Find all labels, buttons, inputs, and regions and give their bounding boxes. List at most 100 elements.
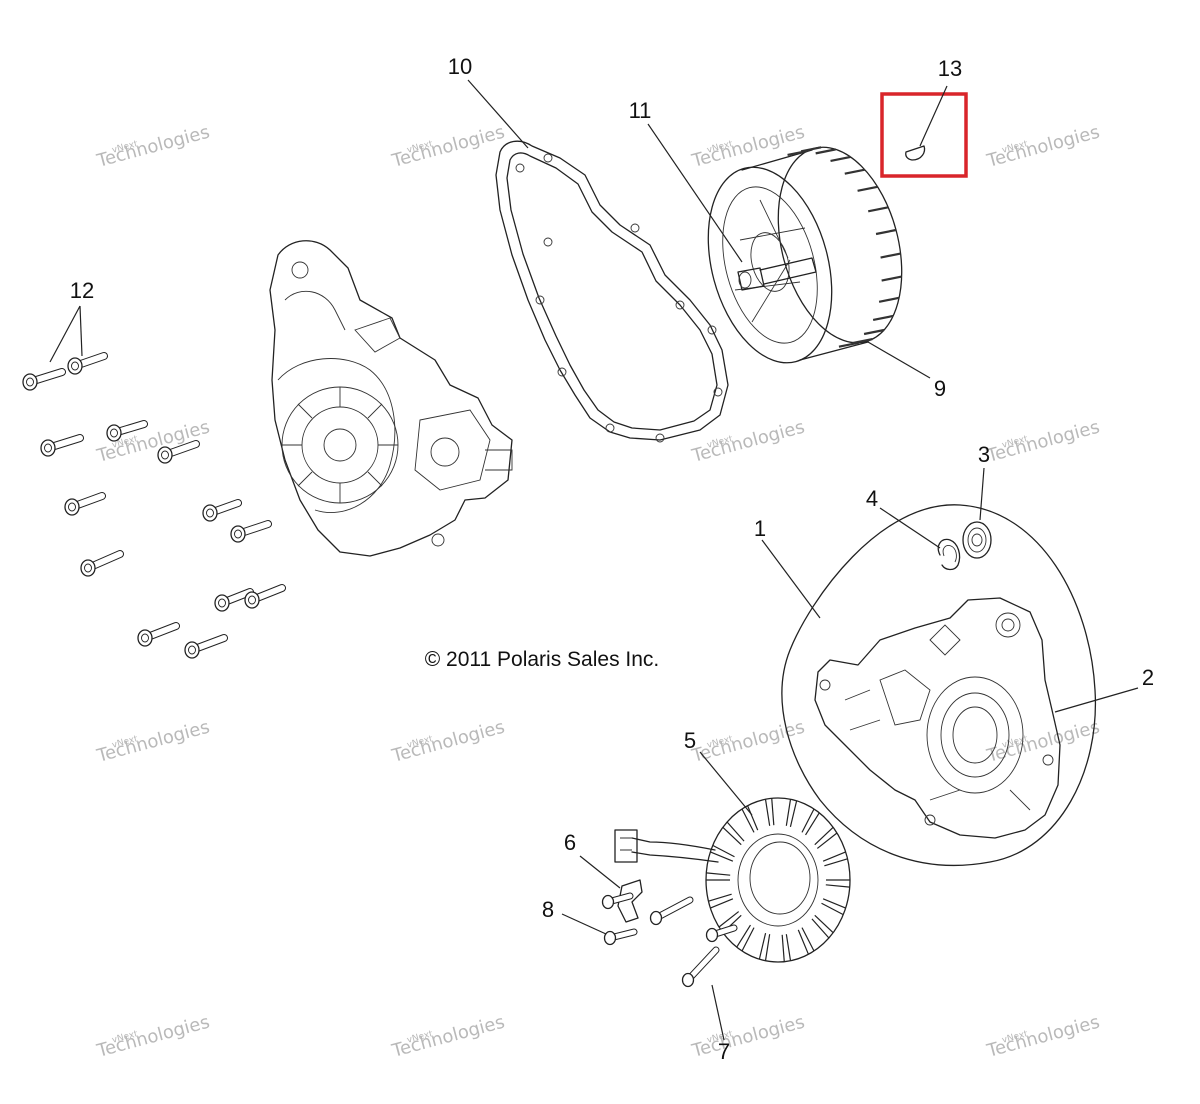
bolts-group[interactable] bbox=[22, 352, 286, 659]
screw-head bbox=[681, 972, 695, 988]
gasket[interactable] bbox=[495, 140, 729, 443]
stator-tooth bbox=[814, 914, 834, 934]
flywheel-nut[interactable] bbox=[737, 257, 817, 291]
stator-tooth bbox=[722, 826, 742, 846]
flywheel-fin bbox=[857, 185, 878, 192]
bolt-head-hex bbox=[68, 502, 76, 512]
screw bbox=[705, 924, 738, 943]
callout-3: 3 bbox=[978, 442, 990, 467]
watermark: Technologies vNext bbox=[94, 1012, 212, 1062]
stator-tooth bbox=[764, 934, 771, 961]
watermark: Technologies vNext bbox=[389, 717, 507, 767]
bolt bbox=[67, 352, 108, 375]
screw bbox=[681, 946, 720, 988]
flywheel-fins bbox=[787, 146, 902, 348]
bolt-head bbox=[214, 594, 230, 612]
callout-1: 1 bbox=[754, 516, 766, 541]
watermark: Technologies vNext bbox=[94, 122, 212, 172]
flywheel[interactable] bbox=[688, 133, 922, 376]
stator[interactable] bbox=[614, 797, 851, 963]
leader-lines bbox=[49, 79, 1139, 1041]
bolt-head bbox=[80, 559, 96, 577]
bolt-head-hex bbox=[44, 443, 52, 453]
stator-tooth bbox=[801, 927, 815, 952]
bolt-head bbox=[244, 591, 260, 609]
bolt-head-hex bbox=[161, 450, 169, 460]
wire-clamp[interactable] bbox=[617, 879, 643, 923]
bolt bbox=[157, 440, 200, 464]
stator-tooth-edge bbox=[816, 832, 838, 849]
flywheel-fin bbox=[881, 275, 902, 282]
engine-cover[interactable] bbox=[269, 240, 513, 557]
flywheel-fin bbox=[863, 328, 885, 336]
bolt-head-hex bbox=[206, 508, 214, 518]
stator-tooth-edge bbox=[718, 911, 740, 928]
bolt-head bbox=[64, 498, 80, 516]
bolt bbox=[202, 499, 242, 522]
bolt-head-hex bbox=[248, 595, 256, 605]
bolt bbox=[106, 420, 148, 442]
stator-tooth bbox=[814, 826, 834, 846]
stator-tooth-edge bbox=[758, 932, 767, 960]
stator-tooth-edge bbox=[736, 924, 751, 948]
screw bbox=[603, 928, 638, 946]
callout-10: 10 bbox=[448, 54, 472, 79]
callout-11: 11 bbox=[629, 98, 652, 123]
screw bbox=[649, 896, 694, 926]
bolt-head bbox=[106, 424, 122, 442]
stator-tooth bbox=[741, 808, 755, 833]
screw-shank-fill bbox=[685, 947, 719, 983]
callout-8: 8 bbox=[542, 897, 554, 922]
screws-group[interactable] bbox=[601, 892, 738, 988]
stator-housing[interactable] bbox=[814, 597, 1061, 839]
bolt bbox=[137, 622, 180, 647]
flywheel-fin bbox=[880, 252, 901, 259]
stator-tooth-edge bbox=[811, 918, 830, 939]
woodruff-key[interactable] bbox=[880, 92, 968, 178]
bolt bbox=[230, 520, 272, 543]
screw-head bbox=[603, 930, 617, 946]
bearing[interactable] bbox=[962, 521, 992, 559]
stator-tooth bbox=[710, 851, 734, 862]
stator-tooth bbox=[741, 927, 755, 952]
bolt-head bbox=[67, 357, 83, 375]
bolt-head bbox=[22, 373, 38, 391]
screw-head bbox=[649, 910, 663, 926]
watermark: Technologies vNext bbox=[984, 1012, 1102, 1062]
stator-tooth-edge bbox=[726, 821, 745, 842]
callout-5: 5 bbox=[684, 728, 696, 753]
stator-tooth bbox=[710, 898, 734, 909]
bolt bbox=[244, 584, 286, 609]
callout-6: 6 bbox=[564, 830, 576, 855]
stator-tooth-edge bbox=[712, 844, 735, 858]
bolt-head bbox=[137, 629, 153, 647]
stator-tooth bbox=[785, 934, 792, 961]
callout-9: 9 bbox=[934, 376, 946, 401]
callout-12: 12 bbox=[70, 278, 94, 303]
flywheel-fin bbox=[838, 341, 860, 348]
stator-tooth bbox=[822, 898, 846, 909]
stator-tooth-edge bbox=[805, 812, 820, 836]
watermark: Technologies vNext bbox=[389, 122, 507, 172]
flywheel-fin bbox=[867, 206, 889, 213]
stator-tooth-edge bbox=[781, 934, 785, 962]
stator-tooth-edge bbox=[747, 805, 759, 831]
stator-tooth-edge bbox=[825, 884, 850, 888]
callout-7: 7 bbox=[718, 1039, 730, 1064]
stator-tooth-edge bbox=[706, 872, 731, 876]
watermark: Technologies vNext bbox=[689, 122, 807, 172]
bolt-head bbox=[184, 641, 200, 659]
snap-ring[interactable] bbox=[937, 538, 961, 571]
bolt-head-hex bbox=[110, 428, 118, 438]
bolt-head-hex bbox=[234, 529, 242, 539]
flywheel-fin bbox=[875, 228, 897, 236]
watermark: Technologies vNext bbox=[689, 417, 807, 467]
bolt bbox=[64, 492, 106, 516]
callout-2: 2 bbox=[1142, 665, 1154, 690]
bolt-head-hex bbox=[188, 645, 196, 655]
stator-tooth-edge bbox=[797, 929, 809, 955]
watermark: Technologies vNext bbox=[689, 1012, 807, 1062]
watermark: Technologies vNext bbox=[984, 122, 1102, 172]
watermark: Technologies vNext bbox=[984, 417, 1102, 467]
